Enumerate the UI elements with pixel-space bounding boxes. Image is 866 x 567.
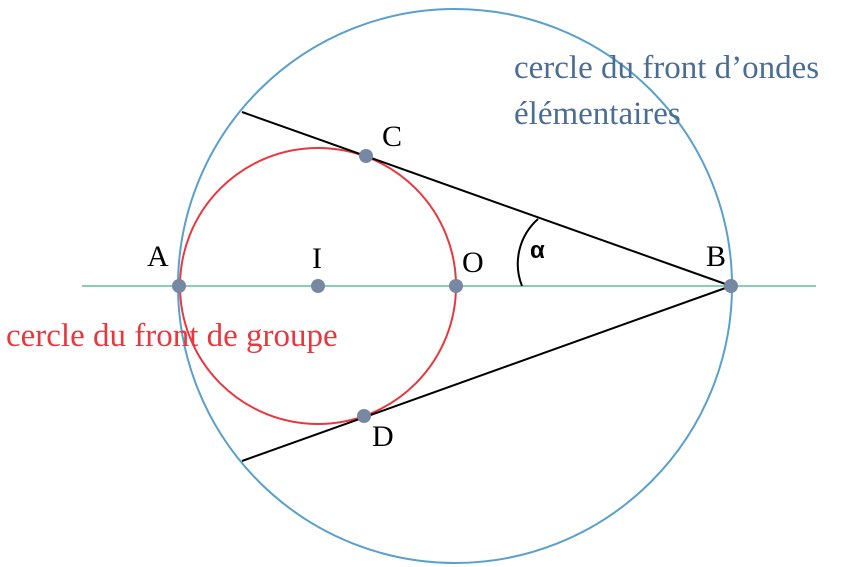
point-d: [357, 409, 371, 423]
point-a: [172, 279, 186, 293]
angle-alpha-label: α: [530, 237, 545, 264]
angle-arc: [516, 218, 539, 287]
label-o: O: [462, 246, 484, 279]
label-c: C: [382, 120, 402, 153]
label-b: B: [706, 240, 726, 273]
tangent-line-upper: [241, 111, 732, 287]
point-o: [449, 279, 463, 293]
point-b: [724, 279, 738, 293]
group-front-label: cercle du front de groupe: [6, 318, 338, 354]
point-c: [359, 149, 373, 163]
label-d: D: [372, 420, 394, 453]
wavefront-label-line1: cercle du front d’ondes: [514, 50, 819, 86]
point-i: [311, 279, 325, 293]
label-i: I: [312, 242, 322, 275]
label-a: A: [147, 240, 169, 273]
tangent-line-lower: [241, 285, 732, 462]
wavefront-label-line2: élémentaires: [514, 96, 681, 132]
